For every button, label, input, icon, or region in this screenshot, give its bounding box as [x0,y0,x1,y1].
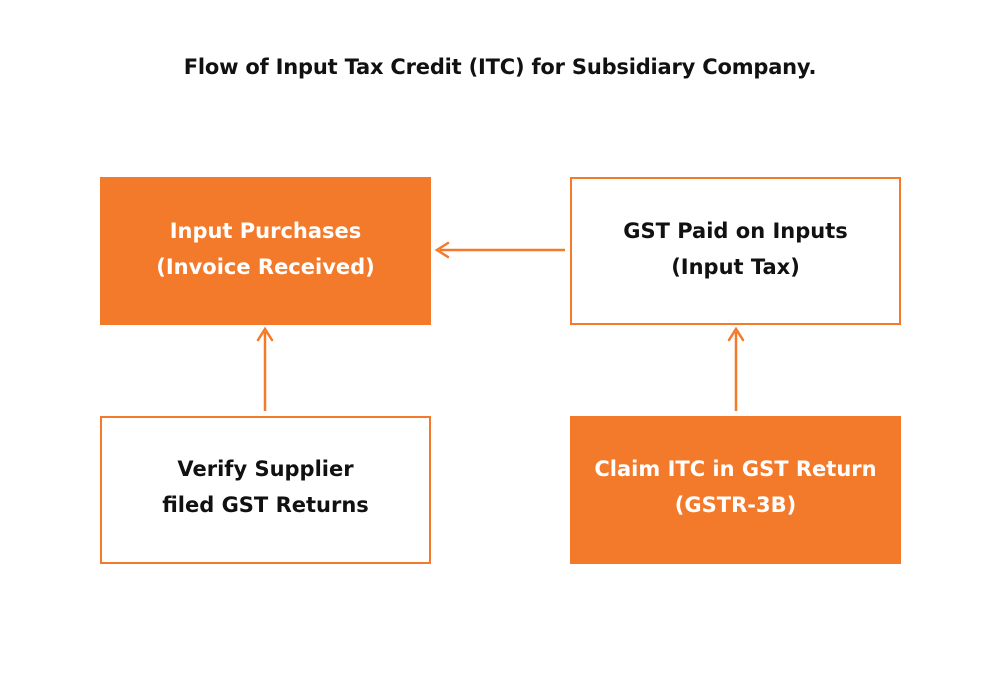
node-claim-itc-line1: Claim ITC in GST Return [594,457,877,481]
node-verify-supplier-line1: Verify Supplier [177,457,354,481]
node-input-purchases: Input Purchases (Invoice Received) [100,177,431,325]
arrow-verify-supplier-to-input-purchases [256,326,274,411]
node-gst-paid: GST Paid on Inputs (Input Tax) [570,177,901,325]
node-claim-itc: Claim ITC in GST Return (GSTR-3B) [570,416,901,564]
node-input-purchases-line2: (Invoice Received) [156,255,375,279]
node-gst-paid-line1: GST Paid on Inputs [623,219,848,243]
node-claim-itc-line2: (GSTR-3B) [674,493,797,517]
node-input-purchases-line1: Input Purchases [169,219,362,243]
node-gst-paid-line2: (Input Tax) [671,255,800,279]
arrow-gst-paid-to-input-purchases [434,241,565,259]
node-verify-supplier-line2: filed GST Returns [162,493,369,517]
arrow-claim-itc-to-gst-paid [727,326,745,411]
diagram-title: Flow of Input Tax Credit (ITC) for Subsi… [183,55,817,79]
node-verify-supplier: Verify Supplier filed GST Returns [100,416,431,564]
